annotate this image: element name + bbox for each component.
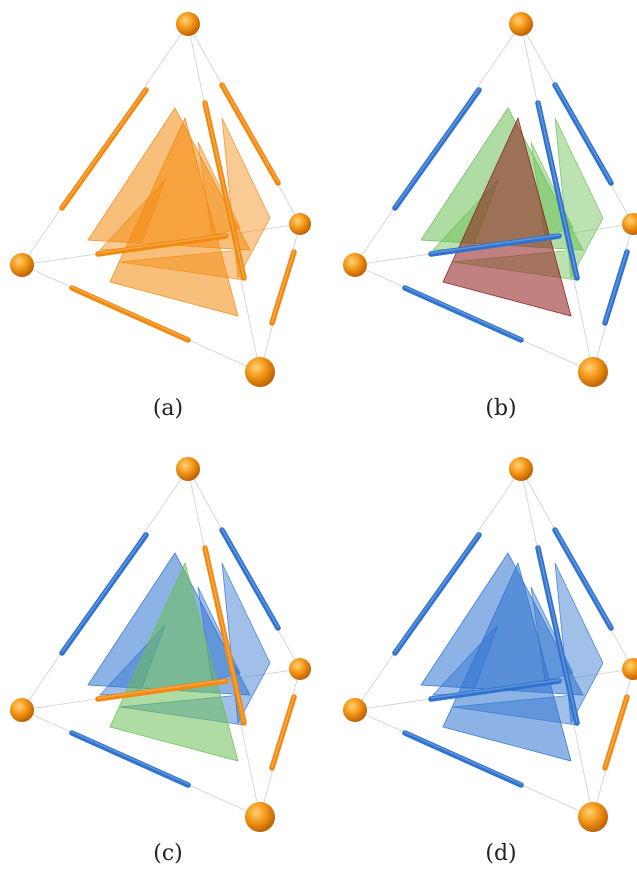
rod-3 bbox=[219, 82, 281, 186]
rod-4 bbox=[602, 694, 630, 771]
panel-caption: (a) bbox=[153, 396, 183, 421]
vertex-ball-left bbox=[343, 698, 367, 722]
rod-2 bbox=[69, 285, 191, 343]
rod-highlight-5 bbox=[204, 546, 245, 723]
rod-highlight-4 bbox=[271, 250, 295, 323]
large-face-2 bbox=[442, 561, 572, 762]
rod-highlight-1 bbox=[394, 533, 480, 653]
rod-4 bbox=[269, 249, 297, 326]
rod-5 bbox=[202, 100, 247, 281]
rod-5 bbox=[202, 545, 247, 726]
vertex-ball-right bbox=[289, 658, 311, 680]
panel-3: (c) bbox=[10, 457, 311, 866]
vertex-ball-bottom bbox=[245, 802, 275, 832]
rod-highlight-2 bbox=[404, 286, 522, 340]
large-face-2 bbox=[109, 561, 239, 762]
rod-1 bbox=[392, 532, 482, 656]
rod-1 bbox=[59, 87, 149, 211]
rod-5 bbox=[535, 100, 580, 281]
rod-highlight-5 bbox=[537, 101, 578, 278]
rod-highlight-2 bbox=[71, 731, 189, 785]
rod-2 bbox=[402, 285, 524, 343]
rod-3 bbox=[552, 82, 614, 186]
vertex-ball-top bbox=[509, 457, 533, 481]
large-face-2 bbox=[109, 116, 239, 317]
rod-4 bbox=[602, 249, 630, 326]
rod-1 bbox=[392, 87, 482, 211]
vertex-ball-right bbox=[622, 213, 637, 235]
rod-highlight-4 bbox=[271, 695, 295, 768]
rod-highlight-3 bbox=[221, 83, 279, 183]
rod-highlight-2 bbox=[71, 286, 189, 340]
vertex-ball-top bbox=[176, 457, 200, 481]
vertex-ball-left bbox=[10, 253, 34, 277]
vertex-ball-left bbox=[343, 253, 367, 277]
rod-highlight-1 bbox=[61, 533, 147, 653]
rod-highlight-6 bbox=[430, 234, 560, 254]
rod-highlight-1 bbox=[61, 88, 147, 208]
rod-6 bbox=[428, 233, 562, 257]
vertex-ball-right bbox=[622, 658, 637, 680]
panel-2: (b) bbox=[343, 12, 637, 421]
rod-2 bbox=[402, 730, 524, 788]
rod-highlight-4 bbox=[604, 695, 628, 768]
panels-container: (a) (b) (c) (d) bbox=[10, 12, 637, 866]
rod-6 bbox=[95, 678, 229, 702]
vertex-ball-left bbox=[10, 698, 34, 722]
rod-highlight-6 bbox=[97, 234, 227, 254]
panel-4: (d) bbox=[343, 457, 637, 866]
rod-2 bbox=[69, 730, 191, 788]
rod-highlight-3 bbox=[221, 528, 279, 628]
rod-6 bbox=[95, 233, 229, 257]
panel-caption: (d) bbox=[485, 841, 516, 866]
rod-6 bbox=[428, 678, 562, 702]
rod-5 bbox=[535, 545, 580, 726]
vertex-ball-bottom bbox=[578, 357, 608, 387]
rod-highlight-6 bbox=[97, 679, 227, 699]
vertex-ball-top bbox=[176, 12, 200, 36]
vertex-ball-bottom bbox=[578, 802, 608, 832]
rod-highlight-3 bbox=[554, 528, 612, 628]
vertex-ball-right bbox=[289, 213, 311, 235]
rod-4 bbox=[269, 694, 297, 771]
vertex-ball-top bbox=[509, 12, 533, 36]
panel-caption: (c) bbox=[153, 841, 183, 866]
rod-highlight-2 bbox=[404, 731, 522, 785]
vertex-ball-bottom bbox=[245, 357, 275, 387]
panel-1: (a) bbox=[10, 12, 311, 421]
rod-3 bbox=[552, 527, 614, 631]
rod-highlight-1 bbox=[394, 88, 480, 208]
rod-1 bbox=[59, 532, 149, 656]
rod-highlight-5 bbox=[204, 101, 245, 278]
rod-highlight-6 bbox=[430, 679, 560, 699]
panel-caption: (b) bbox=[485, 396, 516, 421]
rod-highlight-5 bbox=[537, 546, 578, 723]
rod-highlight-3 bbox=[554, 83, 612, 183]
large-face-2 bbox=[442, 116, 572, 317]
rod-highlight-4 bbox=[604, 250, 628, 323]
rod-3 bbox=[219, 527, 281, 631]
